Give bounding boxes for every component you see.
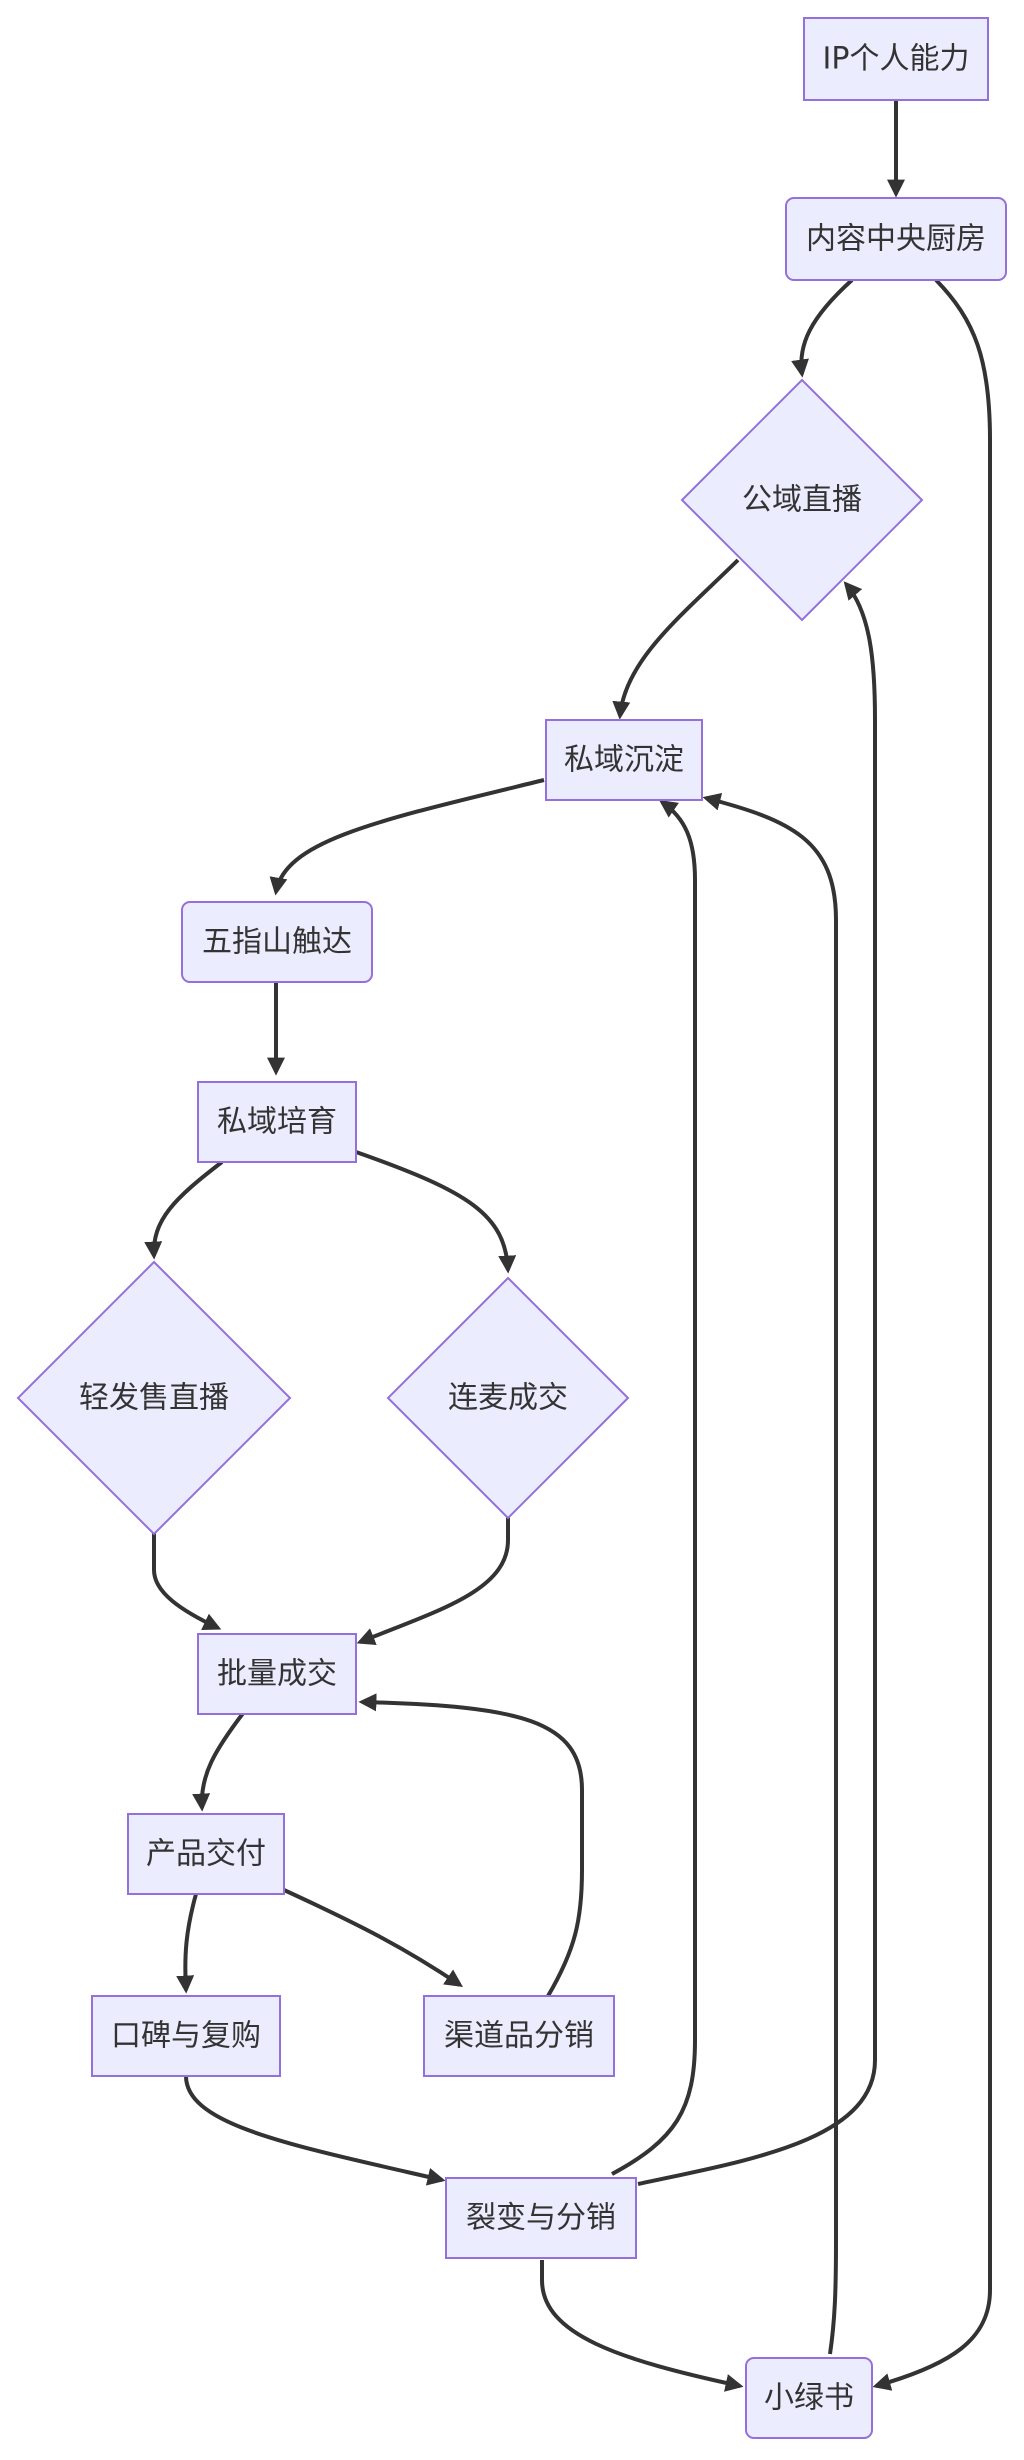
nodes: IP个人能力 内容中央厨房 公域直播 私域沉淀 五指山触达 私域培育 [16, 17, 1007, 2439]
edge-mic-deal-to-bulk-deal [356, 1516, 510, 1646]
node-mic-deal-label: 连麦成交 [448, 1381, 568, 1416]
node-ip-box [803, 17, 989, 101]
node-xiaohongshu-box [745, 2357, 873, 2439]
node-private-nurture: 私域培育 [197, 1081, 357, 1163]
node-private-settle-label: 私域沉淀 [564, 743, 684, 778]
edge-delivery-to-channel-dist [283, 1888, 463, 1988]
node-fission: 裂变与分销 [445, 2177, 637, 2259]
node-bulk-deal-box [197, 1633, 357, 1715]
node-light-presale-diamond [16, 1260, 292, 1536]
edge-fission-to-xiaohongshu [540, 2260, 744, 2392]
node-delivery: 产品交付 [127, 1813, 285, 1895]
node-ip: IP个人能力 [803, 17, 989, 101]
edge-public-live-to-private-settle [612, 558, 740, 720]
node-five-finger-label: 五指山触达 [202, 925, 352, 960]
edge-channel-dist-to-bulk-deal [358, 1693, 584, 1998]
edges [144, 100, 992, 2392]
node-delivery-box [127, 1813, 285, 1895]
edge-kitchen-to-public-live [791, 278, 854, 378]
node-private-nurture-label: 私域培育 [217, 1105, 337, 1140]
node-word-of-mouth-label: 口碑与复购 [111, 2019, 261, 2054]
edge-word-of-mouth-to-fission [184, 2075, 446, 2186]
node-light-presale-label: 轻发售直播 [79, 1381, 229, 1416]
edge-private-settle-to-five-finger [269, 778, 545, 896]
edge-private-nurture-to-mic-deal [355, 1150, 517, 1274]
node-ip-label: IP个人能力 [823, 42, 970, 77]
node-channel-dist-label: 渠道品分销 [444, 2019, 594, 2054]
node-bulk-deal: 批量成交 [197, 1633, 357, 1715]
node-delivery-label: 产品交付 [146, 1837, 266, 1872]
node-five-finger-box [181, 901, 373, 983]
node-public-live-label: 公域直播 [742, 483, 862, 518]
node-word-of-mouth-box [91, 1995, 281, 2077]
node-kitchen-box [785, 197, 1007, 281]
edge-fission-to-public-live [637, 581, 877, 2186]
node-kitchen: 内容中央厨房 [785, 197, 1007, 281]
node-mic-deal: 连麦成交 [386, 1276, 630, 1520]
node-public-live-diamond [680, 378, 924, 622]
node-xiaohongshu-label: 小绿书 [764, 2381, 854, 2416]
node-fission-box [445, 2177, 637, 2259]
node-channel-dist: 渠道品分销 [423, 1995, 615, 2077]
node-five-finger: 五指山触达 [181, 901, 373, 983]
node-kitchen-label: 内容中央厨房 [806, 222, 986, 257]
edge-xiaohongshu-to-private-settle [702, 792, 838, 2355]
node-fission-label: 裂变与分销 [466, 2201, 616, 2236]
node-private-settle-box [545, 719, 703, 801]
node-public-live: 公域直播 [680, 378, 924, 622]
node-channel-dist-box [423, 1995, 615, 2077]
node-private-settle: 私域沉淀 [545, 719, 703, 801]
edge-delivery-to-word-of-mouth [176, 1893, 198, 1994]
node-word-of-mouth: 口碑与复购 [91, 1995, 281, 2077]
edge-fission-to-private-settle [611, 799, 697, 2176]
edge-light-presale-to-bulk-deal [152, 1532, 222, 1630]
edge-private-nurture-to-light-presale [144, 1160, 224, 1260]
node-bulk-deal-label: 批量成交 [217, 1657, 337, 1692]
node-mic-deal-diamond [386, 1276, 630, 1520]
edge-bulk-deal-to-delivery [192, 1710, 246, 1812]
node-private-nurture-box [197, 1081, 357, 1163]
node-light-presale: 轻发售直播 [16, 1260, 292, 1536]
edge-kitchen-to-xiaohongshu [872, 278, 992, 2391]
node-xiaohongshu: 小绿书 [745, 2357, 873, 2439]
